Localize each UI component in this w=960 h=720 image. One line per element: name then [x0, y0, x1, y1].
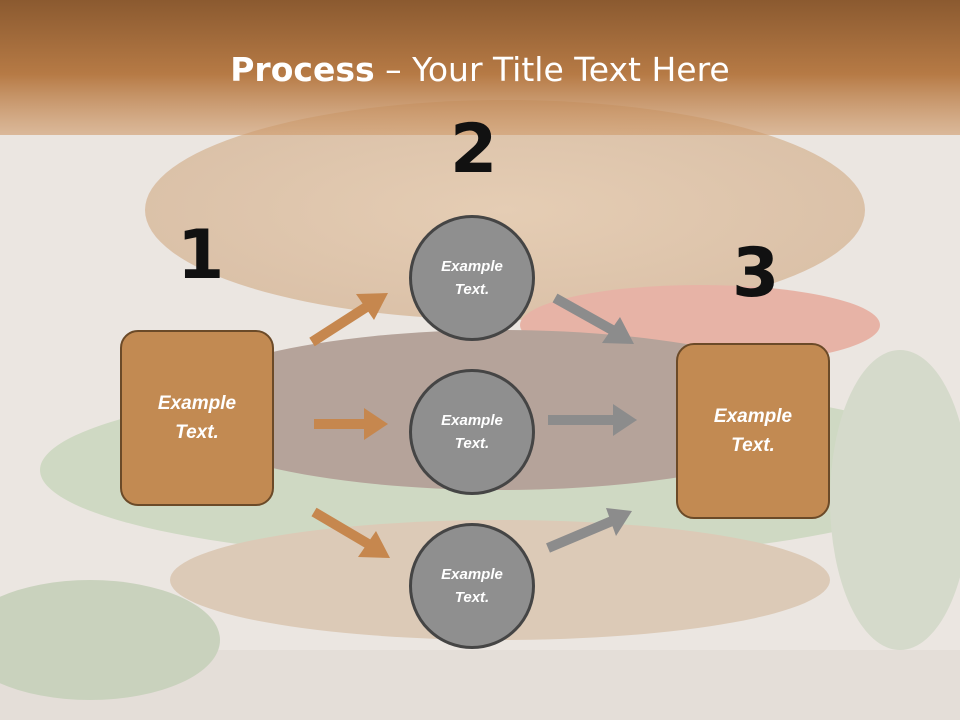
- circle-bottom-text: Example Text.: [432, 563, 512, 609]
- herb-leaves-right: [830, 350, 960, 650]
- header-band: [0, 0, 960, 135]
- left-box-text: Example Text.: [142, 389, 252, 447]
- herb-leaves: [0, 580, 220, 700]
- circle-top-text: Example Text.: [432, 255, 512, 301]
- circle-top: Example Text.: [409, 215, 535, 341]
- burger-top-bun: [145, 100, 865, 320]
- slide-title: Process – Your Title Text Here: [0, 50, 960, 89]
- title-rest: – Your Title Text Here: [374, 50, 730, 89]
- circle-top-line2: Text.: [454, 281, 490, 298]
- circle-bottom: Example Text.: [409, 523, 535, 649]
- left-box-line2: Text.: [175, 422, 219, 443]
- circle-bottom-line1: Example: [441, 566, 503, 583]
- circle-bottom-line2: Text.: [454, 589, 490, 606]
- step-number-1: 1: [177, 216, 225, 295]
- right-step-box: Example Text.: [676, 343, 830, 519]
- circle-middle-line2: Text.: [454, 435, 490, 452]
- right-box-line2: Text.: [731, 435, 775, 456]
- title-bold: Process: [230, 50, 375, 89]
- circle-middle: Example Text.: [409, 369, 535, 495]
- right-box-line1: Example: [713, 406, 793, 427]
- left-step-box: Example Text.: [120, 330, 274, 506]
- step-number-3: 3: [732, 234, 780, 313]
- left-box-line1: Example: [157, 393, 237, 414]
- circle-middle-line1: Example: [441, 412, 503, 429]
- right-box-text: Example Text.: [698, 402, 808, 460]
- step-number-2: 2: [450, 110, 498, 189]
- circle-top-line1: Example: [441, 258, 503, 275]
- circle-middle-text: Example Text.: [432, 409, 512, 455]
